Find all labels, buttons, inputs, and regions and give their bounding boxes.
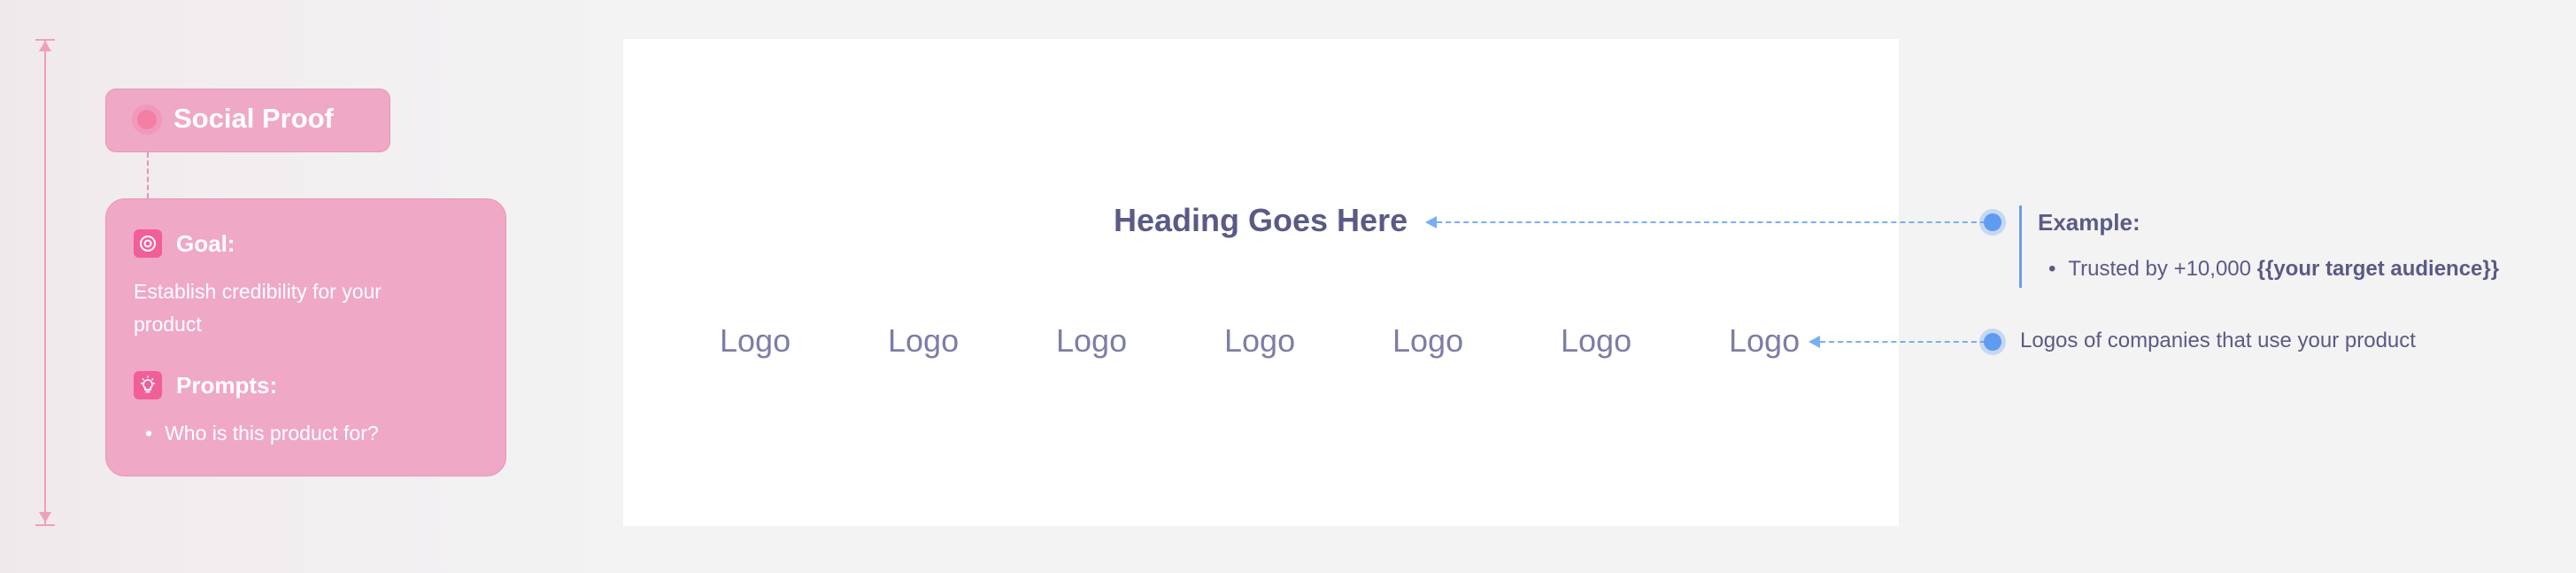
example-item: •Trusted by +10,000 {{your target audien… [2048, 257, 2500, 281]
example-divider [2019, 205, 2022, 288]
section-info-card: Goal: Establish credibility for your pro… [105, 198, 506, 476]
example-text: Trusted by +10,000 [2068, 257, 2257, 281]
arrow-up-icon [39, 41, 51, 51]
logos-note: Logos of companies that use your product [2020, 329, 2416, 352]
logo-placeholder: Logo [1561, 322, 1632, 359]
goal-text: Establish credibility for your product [134, 280, 382, 336]
heading-annotation-dot [1984, 213, 2001, 231]
logo-placeholder: Logo [1729, 322, 1801, 359]
height-indicator-line [44, 39, 46, 524]
lightbulb-icon [134, 371, 162, 399]
logo-placeholder: Logo [888, 322, 960, 359]
target-icon [134, 229, 162, 258]
section-title: Social Proof [174, 103, 334, 134]
dashed-connector [147, 152, 149, 198]
logo-placeholder: Logo [1056, 322, 1128, 359]
logos-annotation-line [1820, 341, 1986, 343]
arrow-left-icon [1425, 216, 1437, 228]
prompt-item: •Who is this product for? [145, 422, 379, 445]
logo-placeholder: Logo [1224, 322, 1296, 359]
logos-annotation-dot [1984, 333, 2001, 351]
height-indicator-cap-bottom [35, 524, 55, 526]
heading-annotation-line [1437, 221, 1986, 223]
wireframe-canvas [623, 39, 1899, 526]
example-title: Example: [2038, 209, 2140, 236]
arrow-down-icon [39, 512, 51, 523]
arrow-left-icon [1809, 336, 1820, 348]
prompt-item-text: Who is this product for? [165, 422, 379, 445]
height-indicator-cap-top [35, 39, 55, 41]
logo-placeholder: Logo [720, 322, 791, 359]
goal-label: Goal: [176, 230, 235, 257]
canvas-heading: Heading Goes Here [1114, 202, 1408, 238]
prompts-label: Prompts: [176, 372, 278, 399]
example-placeholder: {{your target audience}} [2256, 257, 2500, 281]
section-dot-icon [137, 110, 157, 129]
logo-placeholder: Logo [1392, 322, 1464, 359]
